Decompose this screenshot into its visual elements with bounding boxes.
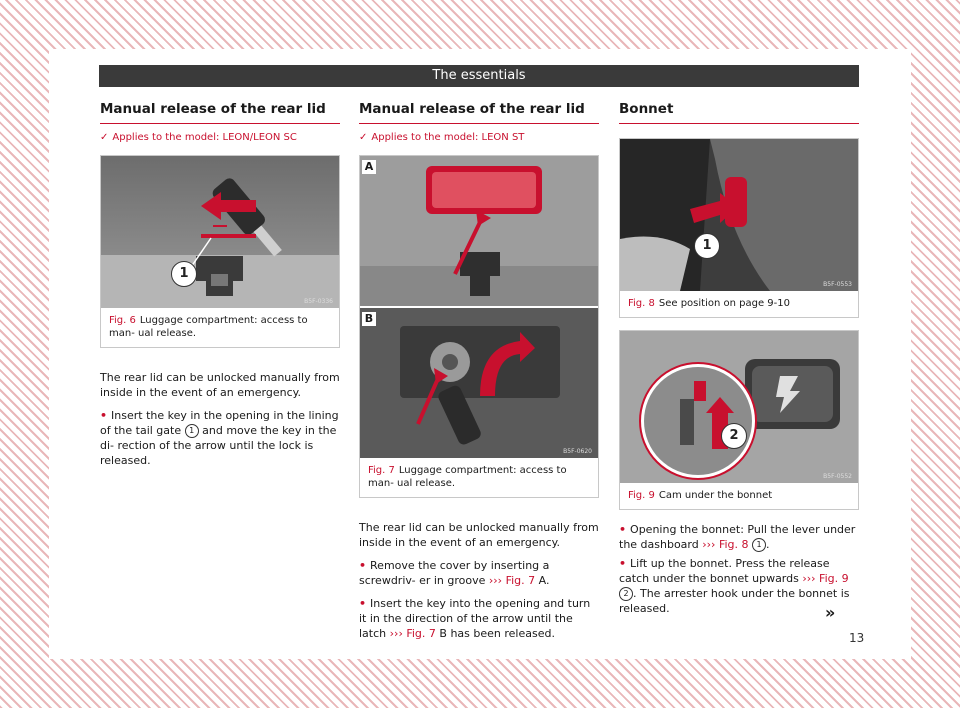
- luggage-release-image-ab: A B B5F-0620: [360, 156, 598, 458]
- figure-number: Fig. 9: [628, 490, 655, 501]
- section-title: Manual release of the rear lid: [359, 101, 599, 124]
- figure-number: Fig. 7: [368, 465, 395, 476]
- image-code: B5F-0553: [823, 281, 852, 288]
- page-number: 13: [849, 631, 865, 645]
- illustration-svg: [360, 156, 598, 458]
- chapter-header: The essentials: [99, 65, 859, 87]
- bullet-icon: •: [619, 523, 627, 536]
- callout-1: 1: [694, 233, 720, 259]
- bullet-item: •Lift up the bonnet. Press the release c…: [619, 557, 850, 615]
- image-code: B5F-0552: [823, 473, 852, 480]
- figure-link[interactable]: ››› Fig. 8: [702, 538, 749, 551]
- body-text: The rear lid can be unlocked manually fr…: [100, 370, 340, 468]
- figure-number: Fig. 6: [109, 315, 136, 326]
- section-title: Bonnet: [619, 101, 859, 124]
- check-icon: ✓: [100, 132, 109, 143]
- body-text: •Opening the bonnet: Pull the lever unde…: [619, 522, 859, 616]
- bullet-icon: •: [100, 409, 108, 422]
- bonnet-lever-image: 1 B5F-0553: [620, 139, 858, 291]
- figure-number: Fig. 8: [628, 298, 655, 309]
- callout-badge: 1: [184, 424, 199, 438]
- bullet-item: •Remove the cover by inserting a screwdr…: [359, 559, 550, 587]
- body-text: The rear lid can be unlocked manually fr…: [359, 520, 599, 641]
- section-title: Manual release of the rear lid: [100, 101, 340, 124]
- continue-icon: »: [825, 603, 836, 622]
- illustration-svg: [101, 156, 339, 308]
- luggage-release-image: 1 B5F-0336: [101, 156, 339, 308]
- illustration-svg: [620, 139, 858, 291]
- column-rear-lid-leon-st: Manual release of the rear lid ✓Applies …: [359, 101, 599, 649]
- applies-note: ✓Applies to the model: LEON ST: [359, 132, 525, 143]
- column-rear-lid-leon: Manual release of the rear lid ✓Applies …: [100, 101, 340, 476]
- illustration-svg: [620, 331, 858, 483]
- paragraph: The rear lid can be unlocked manually fr…: [100, 371, 340, 399]
- image-code: B5F-0336: [304, 298, 333, 305]
- bullet-icon: •: [359, 559, 367, 572]
- image-code: B5F-0620: [563, 448, 592, 455]
- panel-label-b: B: [362, 312, 376, 326]
- bullet-item: •Insert the key into the opening and tur…: [359, 597, 591, 640]
- panel-label-a: A: [362, 160, 376, 174]
- manual-page: The essentials Manual release of the rea…: [49, 49, 911, 659]
- check-icon: ✓: [359, 132, 368, 143]
- bullet-icon: •: [619, 557, 627, 570]
- bullet-item: •Insert the key in the opening in the li…: [100, 409, 339, 467]
- callout-2: 2: [721, 423, 747, 449]
- callout-badge: 1: [752, 538, 767, 552]
- bullet-icon: •: [359, 597, 367, 610]
- paragraph: The rear lid can be unlocked manually fr…: [359, 521, 599, 549]
- bullet-item: •Opening the bonnet: Pull the lever unde…: [619, 523, 856, 552]
- callout-1: 1: [171, 261, 197, 287]
- figure-link[interactable]: ››› Fig. 7: [389, 627, 436, 640]
- figure-link[interactable]: ››› Fig. 7: [488, 574, 536, 587]
- callout-badge: 2: [619, 587, 633, 601]
- applies-note: ✓Applies to the model: LEON/LEON SC: [100, 132, 297, 143]
- figure-link[interactable]: ››› Fig. 9: [802, 572, 849, 585]
- bonnet-catch-image: 2 B5F-0552: [620, 331, 858, 483]
